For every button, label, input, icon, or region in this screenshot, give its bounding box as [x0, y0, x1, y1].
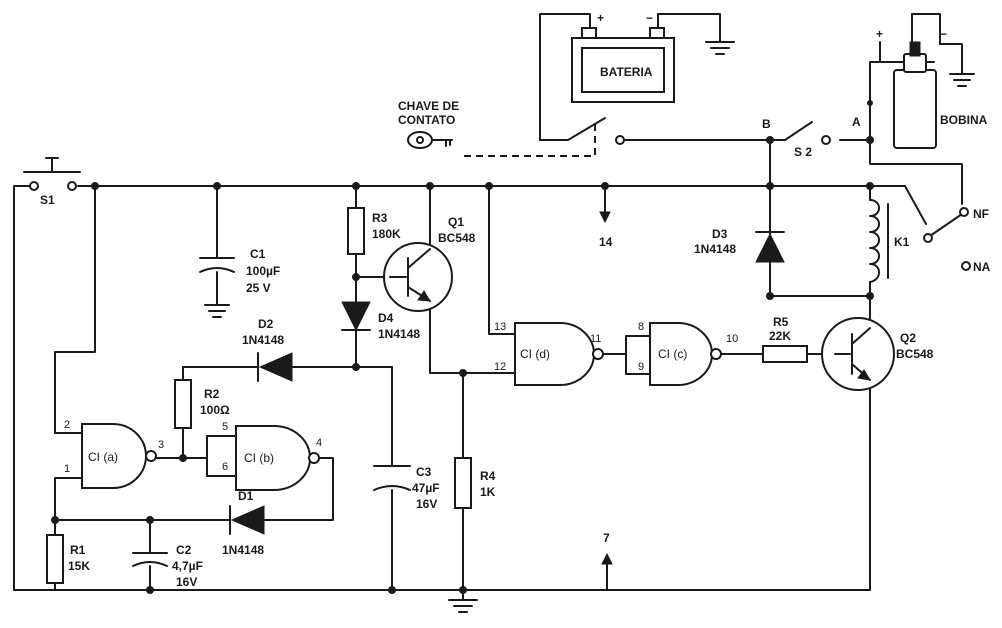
- d1-value: 1N4148: [222, 543, 264, 557]
- gate-a-pin3: 3: [158, 439, 164, 451]
- gate-b-pin4: 4: [316, 437, 322, 449]
- battery-minus: −: [646, 11, 653, 25]
- relay-k1: K1 NF NA: [869, 199, 991, 283]
- nand-gate-c: CI (c) 8 9 10: [638, 321, 738, 386]
- d4-value: 1N4148: [378, 327, 420, 341]
- resistor-r4: R4 1K: [454, 457, 496, 509]
- d3-name: D3: [712, 227, 728, 241]
- ignition-coil: BOBINA + −: [876, 27, 988, 149]
- node-a-label: A: [852, 115, 861, 129]
- capacitor-c3: C3 47µF 16V: [373, 465, 440, 511]
- diode-d3: D3 1N4148: [694, 223, 785, 263]
- diode-d2: D2 1N4148: [239, 317, 293, 382]
- battery-plus: +: [597, 11, 604, 25]
- battery: BATERIA + −: [571, 11, 675, 103]
- resistor-r3: R3 180K: [347, 207, 401, 255]
- r2-value: 100Ω: [200, 403, 230, 417]
- c3-voltage: 16V: [416, 497, 437, 511]
- resistor-r5: R5 22K: [762, 315, 808, 363]
- gate-d-pin12: 12: [494, 361, 506, 373]
- c1-value: 100µF: [246, 264, 280, 278]
- r3-name: R3: [372, 211, 388, 225]
- d1-name: D1: [238, 489, 254, 503]
- c2-name: C2: [176, 543, 192, 557]
- c1-voltage: 25 V: [246, 281, 271, 295]
- switch-s2: S 2 B A: [762, 115, 861, 159]
- r4-value: 1K: [480, 485, 496, 499]
- ground-symbol-c1: [204, 304, 230, 318]
- ground-symbol-coil: [949, 73, 975, 87]
- s1-label: S1: [40, 193, 55, 207]
- pin14-marker: 14: [599, 185, 613, 249]
- s2-label: S 2: [794, 145, 812, 159]
- c3-value: 47µF: [412, 481, 440, 495]
- gate-c-pin9: 9: [638, 361, 644, 373]
- coil-minus: −: [940, 27, 947, 41]
- c2-value: 4,7µF: [172, 559, 203, 573]
- ground-symbol-main: [448, 589, 478, 613]
- relay-name: K1: [894, 235, 910, 249]
- gate-c-label: CI (c): [658, 347, 687, 361]
- d2-name: D2: [258, 317, 274, 331]
- q2-name: Q2: [900, 331, 916, 345]
- r3-value: 180K: [372, 227, 401, 241]
- coil-label: BOBINA: [940, 113, 988, 127]
- ignition-key: CHAVE DE CONTATO: [398, 99, 625, 157]
- transistor-q1: Q1 BC548: [383, 215, 476, 312]
- gate-c-pin8: 8: [638, 321, 644, 333]
- d2-value: 1N4148: [242, 333, 284, 347]
- gate-b-label: CI (b): [244, 451, 274, 465]
- diode-d1: D1 1N4148: [220, 489, 265, 557]
- battery-label: BATERIA: [600, 65, 653, 79]
- gate-d-label: CI (d): [520, 347, 550, 361]
- capacitor-c1: C1 100µF 25 V: [199, 247, 280, 295]
- r4-name: R4: [480, 469, 496, 483]
- gate-b-pin5: 5: [222, 421, 228, 433]
- gate-a-pin2: 2: [64, 419, 70, 431]
- resistor-r1: R1 15K: [46, 534, 90, 584]
- q1-name: Q1: [448, 215, 464, 229]
- nand-gate-a: CI (a) 2 1 3: [64, 419, 164, 489]
- r5-name: R5: [773, 315, 789, 329]
- key-label-line2: CONTATO: [398, 113, 455, 127]
- capacitor-c2: C2 4,7µF 16V: [132, 543, 203, 589]
- pin7-marker: 7: [601, 531, 613, 591]
- gate-d-pin11: 11: [590, 333, 601, 345]
- r1-name: R1: [70, 543, 86, 557]
- transistor-q2: Q2 BC548: [821, 317, 934, 391]
- gate-b-pin6: 6: [222, 461, 228, 473]
- resistor-r2: R2 100Ω: [174, 379, 230, 429]
- junction-dots: [51, 100, 874, 594]
- q1-value: BC548: [438, 231, 476, 245]
- relay-na: NA: [973, 260, 991, 274]
- d4-name: D4: [378, 311, 394, 325]
- key-label-line1: CHAVE DE: [398, 99, 459, 113]
- r2-name: R2: [204, 387, 220, 401]
- gate-c-pin10: 10: [726, 333, 738, 345]
- diode-d4: D4 1N4148: [341, 301, 420, 341]
- node-b-label: B: [762, 117, 771, 131]
- c1-name: C1: [250, 247, 266, 261]
- d3-value: 1N4148: [694, 242, 736, 256]
- pin14-label: 14: [599, 235, 613, 249]
- r1-value: 15K: [68, 559, 90, 573]
- gate-a-pin1: 1: [64, 463, 70, 475]
- relay-nf: NF: [973, 207, 989, 221]
- nand-gate-d: CI (d) 13 12 11: [494, 321, 604, 386]
- c3-name: C3: [416, 465, 432, 479]
- coil-plus: +: [876, 27, 883, 41]
- q2-value: BC548: [896, 347, 934, 361]
- ground-symbol-battery: [705, 41, 735, 55]
- pin7-label: 7: [603, 531, 610, 545]
- nand-gate-b: CI (b) 5 6 4: [222, 421, 322, 491]
- r5-value: 22K: [769, 329, 791, 343]
- c2-voltage: 16V: [176, 575, 197, 589]
- switch-s1: S1: [23, 157, 81, 207]
- wires: [13, 13, 963, 591]
- gate-a-label: CI (a): [88, 450, 118, 464]
- gate-d-pin13: 13: [494, 321, 506, 333]
